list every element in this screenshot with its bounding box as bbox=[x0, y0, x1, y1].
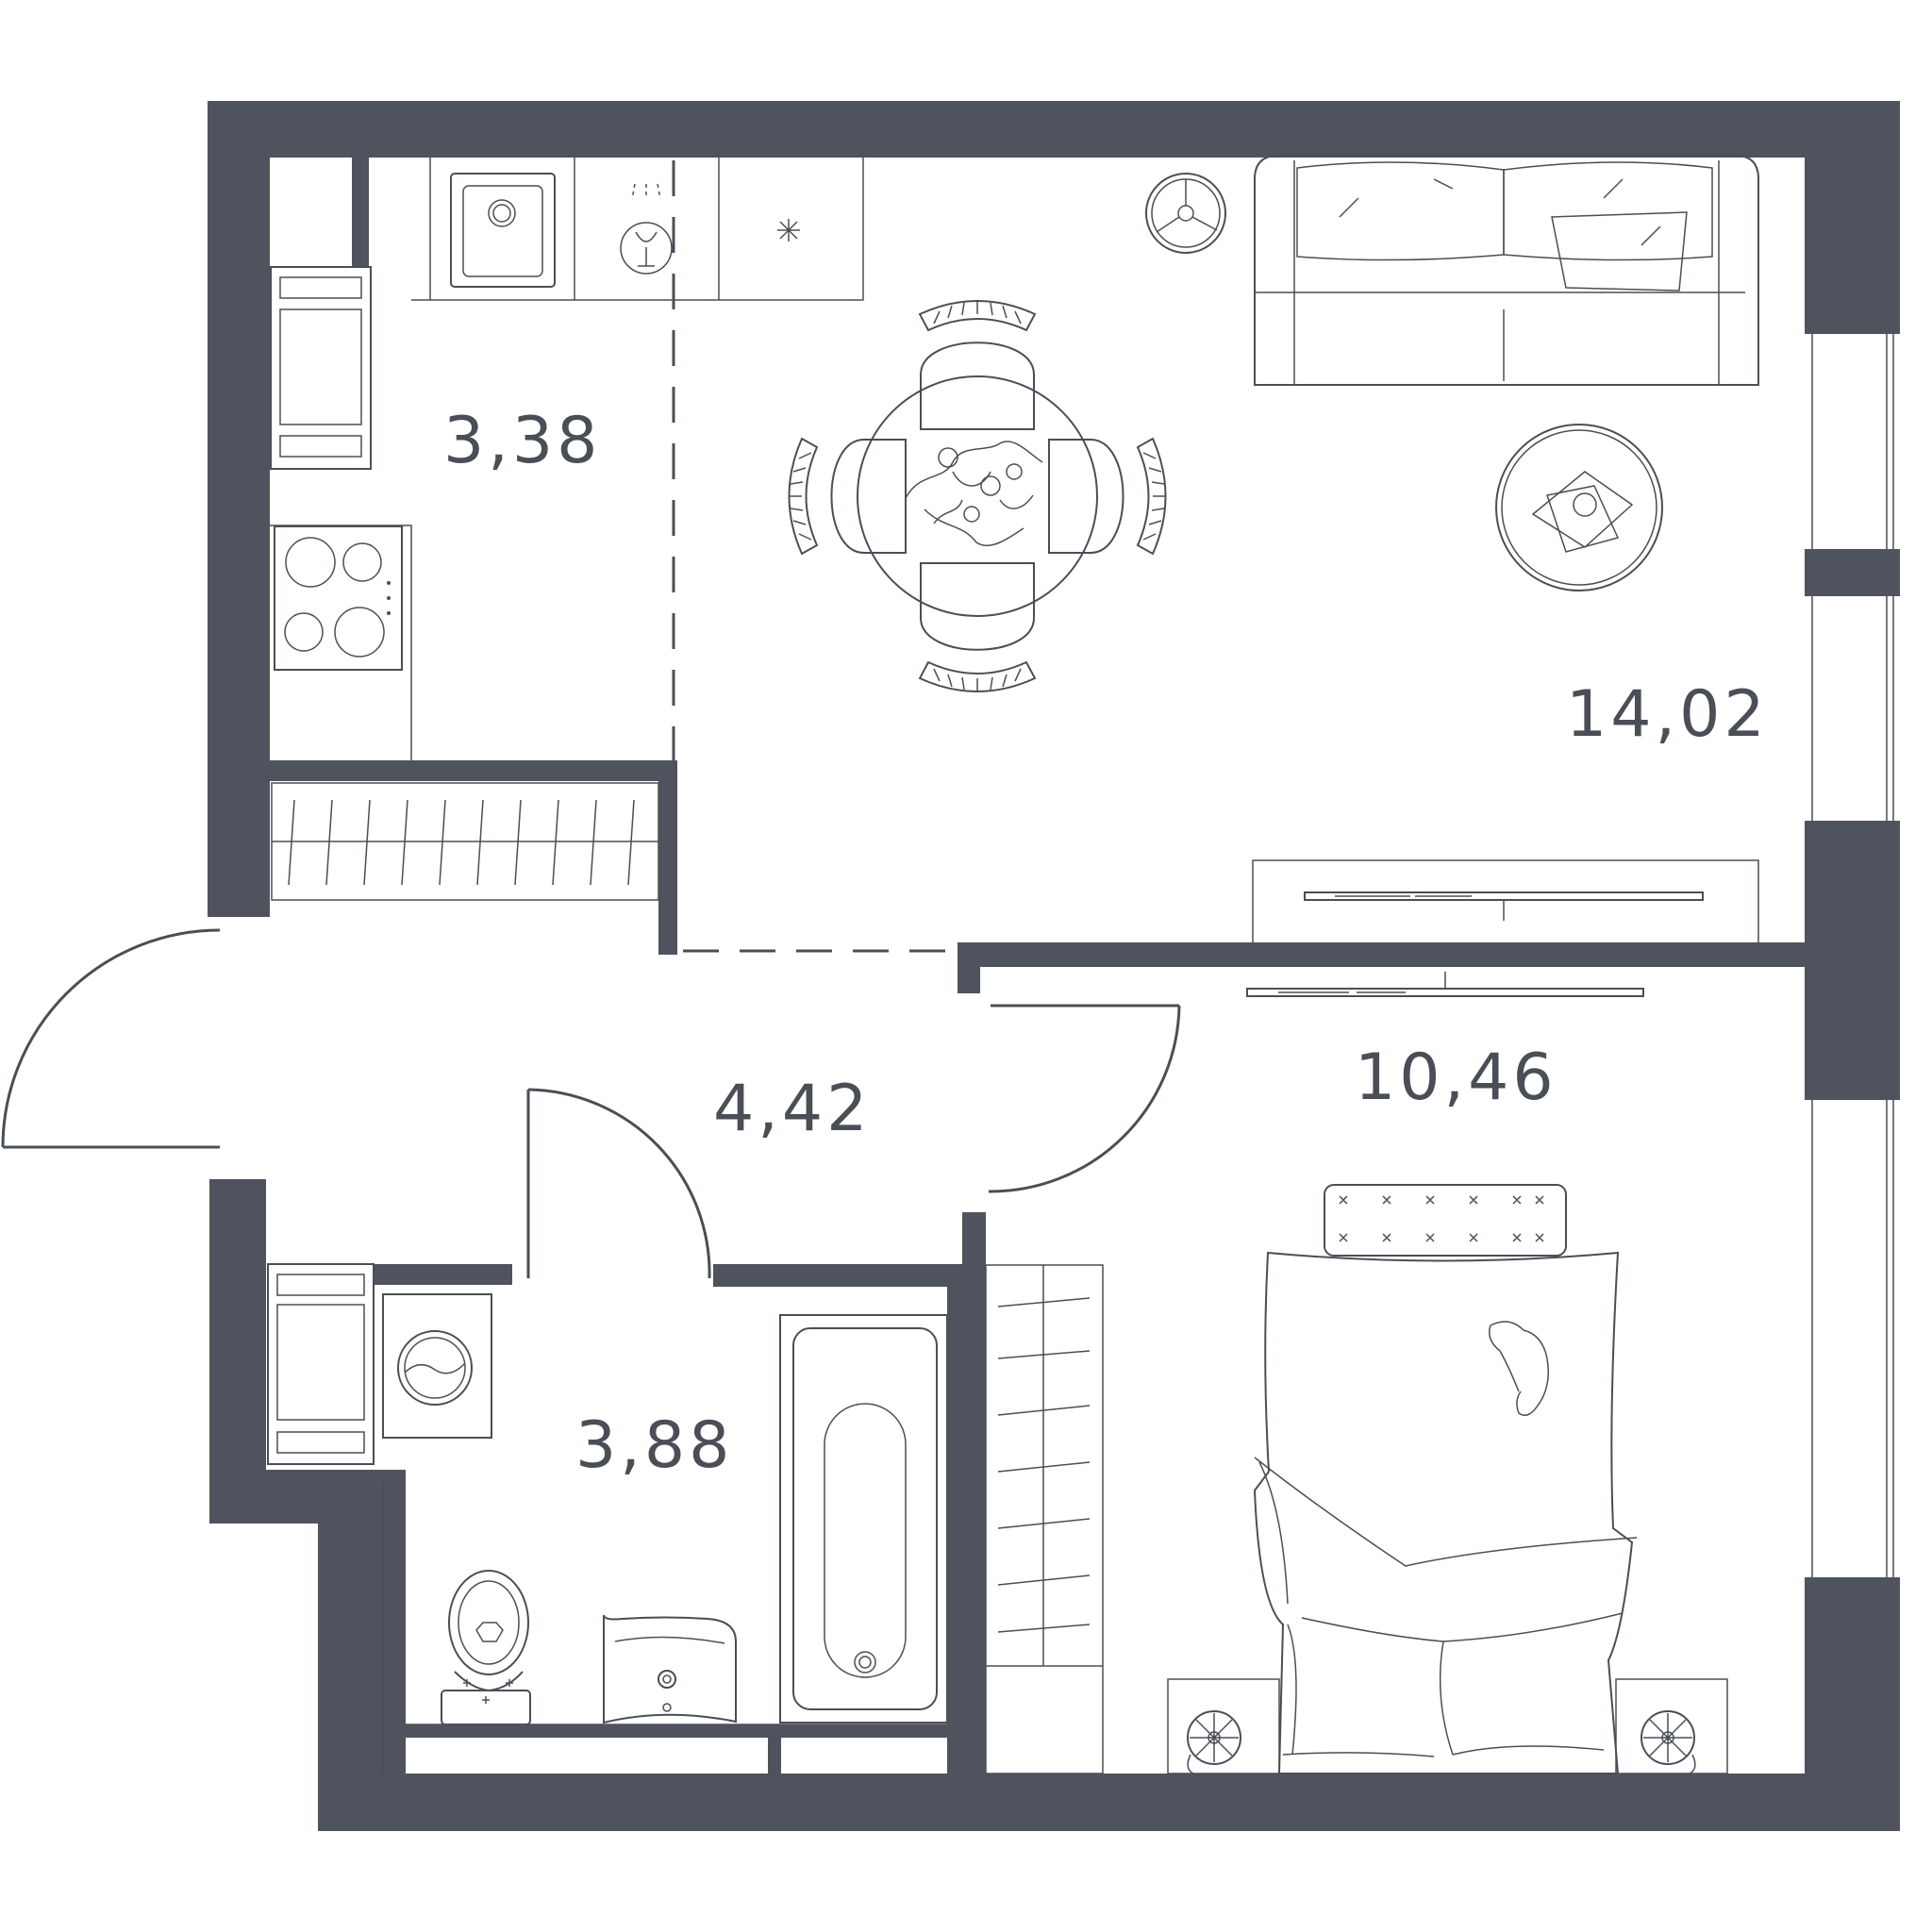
washbasin-icon bbox=[603, 1614, 737, 1724]
wall-left-bottom bbox=[318, 1470, 372, 1831]
wall-right-top bbox=[1805, 101, 1900, 334]
bedroom-area-label: 10,46 bbox=[1355, 1041, 1557, 1115]
bedroom-door-swing bbox=[988, 1005, 1181, 1193]
wall-living-bedroom bbox=[958, 942, 1805, 967]
fridge-icon bbox=[270, 266, 372, 470]
sofa-icon bbox=[1254, 155, 1759, 386]
bathroom-area-label: 3,88 bbox=[575, 1408, 733, 1483]
stove-icon bbox=[274, 525, 403, 671]
wardrobe-icon bbox=[985, 1264, 1104, 1774]
wall-right-bottom bbox=[1805, 1577, 1900, 1831]
doors bbox=[1, 160, 1181, 1279]
bathtub-icon bbox=[779, 1314, 948, 1724]
wall-bath-left bbox=[372, 1470, 406, 1774]
area-labels: 3,38 14,02 4,42 10,46 3,88 bbox=[443, 404, 1769, 1483]
sink-icon bbox=[450, 173, 556, 288]
hall-area-label: 4,42 bbox=[713, 1072, 871, 1146]
kitchen bbox=[270, 158, 864, 760]
walls bbox=[208, 101, 1900, 1831]
wall-left-lower bbox=[209, 1179, 266, 1524]
washing-machine-icon bbox=[382, 1293, 492, 1439]
lamp-icon bbox=[1145, 173, 1226, 254]
wall-closet-right bbox=[658, 760, 677, 955]
wall-right-pier1 bbox=[1805, 549, 1900, 596]
wall-bath-top bbox=[713, 1264, 986, 1287]
bedroom bbox=[985, 972, 1728, 1774]
living-room bbox=[788, 155, 1759, 942]
wall-bottom bbox=[318, 1774, 1900, 1831]
wall-top bbox=[208, 101, 1900, 158]
kitchen-area-label: 3,38 bbox=[443, 404, 601, 478]
dishwasher-icon bbox=[620, 183, 673, 275]
chair-icon bbox=[788, 300, 1167, 692]
freezer-icon bbox=[777, 219, 800, 242]
wall-left-upper bbox=[208, 101, 270, 917]
tv-icon bbox=[1252, 859, 1759, 942]
entrance-door-swing bbox=[1, 928, 221, 1148]
wall-fridge-post bbox=[352, 156, 369, 267]
wall-bedroom-door-stub bbox=[958, 942, 980, 993]
pillow-icon bbox=[1324, 1184, 1567, 1257]
tv-icon bbox=[1246, 972, 1644, 997]
bathroom-door-swing bbox=[527, 1088, 711, 1279]
lamp-icon bbox=[1167, 1678, 1728, 1774]
bed-icon bbox=[1253, 1251, 1638, 1774]
wall-kitchen-closet bbox=[270, 760, 677, 781]
bathroom bbox=[267, 1263, 962, 1774]
wardrobe-icon bbox=[271, 782, 659, 901]
wall-hall-bedroom bbox=[962, 1212, 986, 1774]
living-area-label: 14,02 bbox=[1566, 677, 1769, 752]
toilet-icon bbox=[441, 1570, 531, 1725]
wall-bath-top-left bbox=[374, 1264, 512, 1285]
windows bbox=[1805, 334, 1900, 1577]
table-icon bbox=[857, 375, 1098, 617]
wall-right-pier2 bbox=[1805, 821, 1900, 1100]
wardrobe-icon bbox=[267, 1263, 375, 1465]
coffee-table-icon bbox=[1495, 424, 1663, 591]
